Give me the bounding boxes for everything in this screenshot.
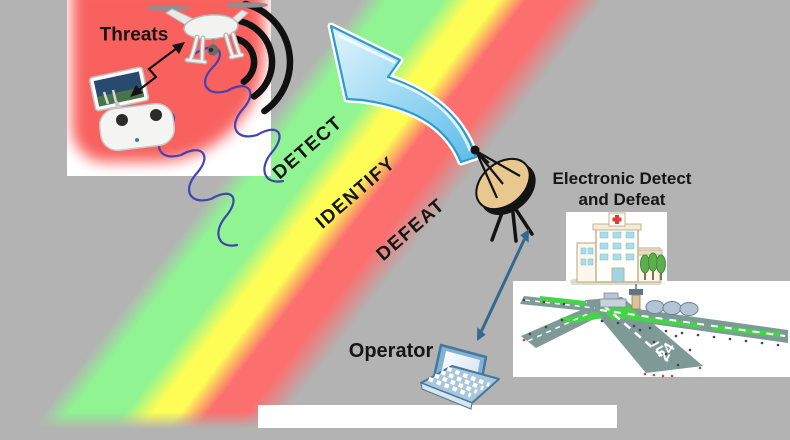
electronic-detect-defeat-line2: and Defeat	[578, 190, 666, 209]
bottom-white-strip	[258, 405, 617, 428]
electronic-detect-defeat-line1: Electronic Detect	[552, 169, 692, 188]
hospital-backdrop-panel	[566, 212, 667, 284]
airport-backdrop-panel	[513, 281, 790, 377]
operator-label: Operator	[348, 340, 434, 362]
electronic-detect-defeat-label: Electronic Detect and Defeat	[553, 168, 692, 210]
threats-label: Threats	[99, 24, 169, 46]
threat-panel	[67, 0, 271, 176]
